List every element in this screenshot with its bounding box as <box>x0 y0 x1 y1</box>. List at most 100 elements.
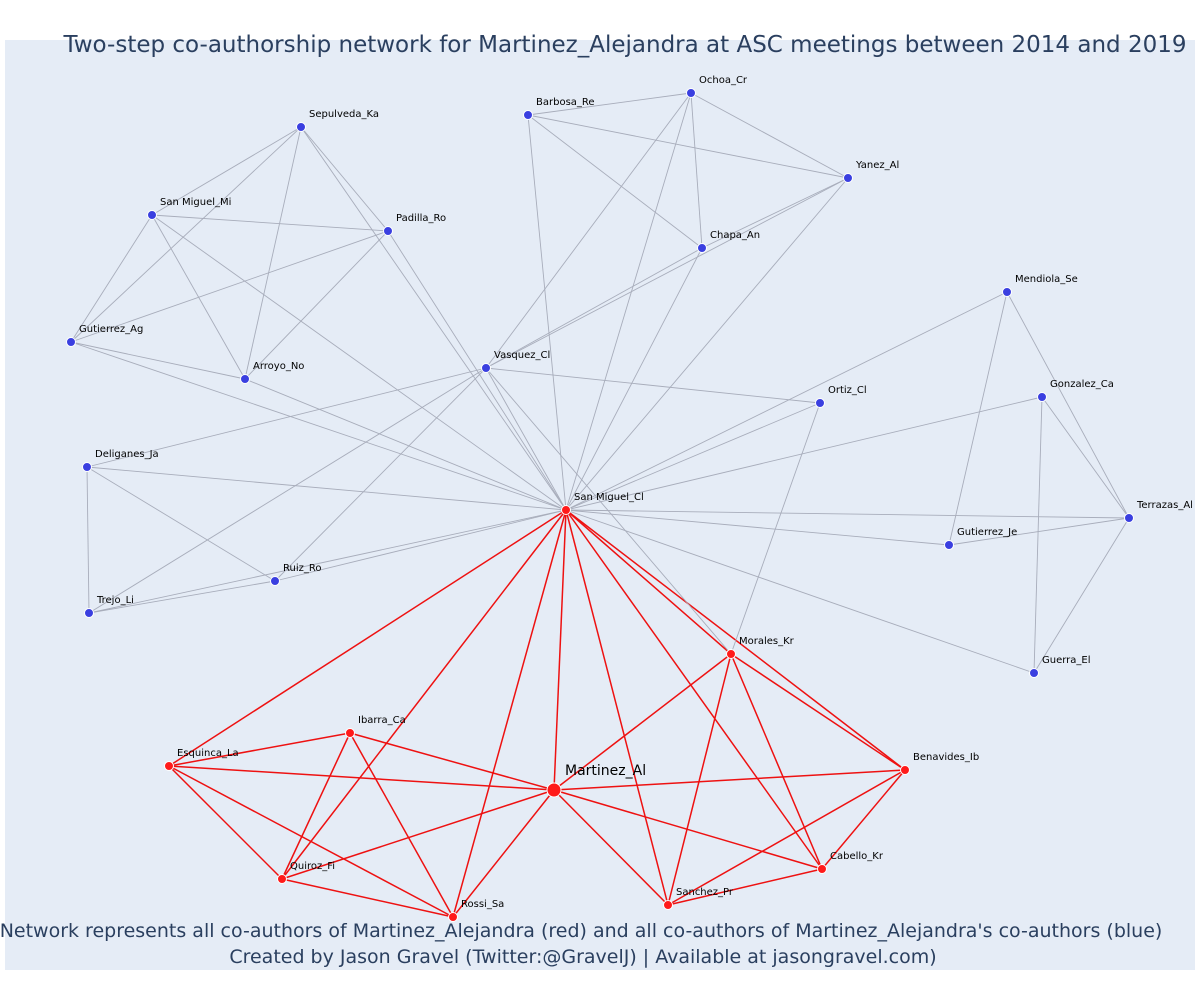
node-label-trejo-li: Trejo_Li <box>96 595 134 606</box>
node-mendiola-se[interactable] <box>1002 287 1012 297</box>
edge-san-miguel-cl-ochoa-cr <box>565 92 692 511</box>
edge-martinez-al-cabello-kr <box>553 789 823 870</box>
node-label-sanchez-pr: Sanchez_Pr <box>676 887 734 898</box>
node-label-esquinca-la: Esquinca_La <box>177 748 239 759</box>
node-label-gutierrez-je: Gutierrez_Je <box>957 527 1017 538</box>
node-label-ibarra-ca: Ibarra_Ca <box>358 715 406 726</box>
edge-san-miguel-cl-yanez-al <box>565 177 849 511</box>
node-label-cabello-kr: Cabello_Kr <box>830 851 884 862</box>
caption-line-1: Network represents all co-authors of Mar… <box>0 920 1162 942</box>
edge-san-miguel-cl-san-miguel-mi <box>151 214 567 511</box>
node-sepulveda-ka[interactable] <box>296 122 306 132</box>
edge-sepulveda-ka-padilla-ro <box>300 126 389 232</box>
edge-san-miguel-cl-ruiz-ro <box>274 509 567 582</box>
node-label-sepulveda-ka: Sepulveda_Ka <box>309 109 379 120</box>
edge-san-miguel-cl-sanchez-pr <box>565 509 669 906</box>
edge-san-miguel-cl-terrazas-al <box>565 509 1130 519</box>
node-label-padilla-ro: Padilla_Ro <box>396 213 446 224</box>
edge-mendiola-se-gutierrez-je <box>948 291 1008 546</box>
node-rossi-sa[interactable] <box>448 912 458 922</box>
node-ochoa-cr[interactable] <box>686 88 696 98</box>
node-morales-kr[interactable] <box>726 649 736 659</box>
node-label-ruiz-ro: Ruiz_Ro <box>283 563 321 574</box>
node-ibarra-ca[interactable] <box>345 728 355 738</box>
edge-padilla-ro-arroyo-no <box>244 230 389 380</box>
edge-padilla-ro-gutierrez-ag <box>70 230 389 343</box>
edge-san-miguel-cl-deliganes-ja <box>86 466 567 511</box>
node-esquinca-la[interactable] <box>164 761 174 771</box>
edge-martinez-al-benavides-ib <box>553 769 906 791</box>
plot-background <box>5 40 1195 970</box>
edge-esquinca-la-rossi-sa <box>168 765 454 918</box>
edge-ibarra-ca-rossi-sa <box>349 732 454 918</box>
edge-deliganes-ja-ruiz-ro <box>86 466 276 582</box>
node-padilla-ro[interactable] <box>383 226 393 236</box>
node-label-terrazas-al: Terrazas_Al <box>1136 500 1193 511</box>
edge-sanchez-pr-cabello-kr <box>667 868 823 906</box>
node-label-martinez-al: Martinez_Al <box>565 763 646 779</box>
edge-martinez-al-rossi-sa <box>452 789 555 918</box>
edge-sepulveda-ka-gutierrez-ag <box>70 126 302 343</box>
node-label-ochoa-cr: Ochoa_Cr <box>699 75 748 86</box>
node-deliganes-ja[interactable] <box>82 462 92 472</box>
node-gonzalez-ca[interactable] <box>1037 392 1047 402</box>
node-arroyo-no[interactable] <box>240 374 250 384</box>
edge-cabello-kr-benavides-ib <box>821 769 906 870</box>
caption-line-2: Created by Jason Gravel (Twitter:@Gravel… <box>229 946 936 968</box>
node-terrazas-al[interactable] <box>1124 513 1134 523</box>
edge-san-miguel-cl-gutierrez-ag <box>70 341 567 511</box>
node-san-miguel-mi[interactable] <box>147 210 157 220</box>
edge-chapa-an-yanez-al <box>701 177 849 249</box>
node-ortiz-cl[interactable] <box>815 398 825 408</box>
edge-quiroz-fi-rossi-sa <box>281 878 454 918</box>
edge-san-miguel-cl-barbosa-re <box>527 114 567 511</box>
node-chapa-an[interactable] <box>697 243 707 253</box>
edge-sepulveda-ka-arroyo-no <box>244 126 302 380</box>
node-label-barbosa-re: Barbosa_Re <box>536 97 595 108</box>
node-trejo-li[interactable] <box>84 608 94 618</box>
node-benavides-ib[interactable] <box>900 765 910 775</box>
node-label-rossi-sa: Rossi_Sa <box>461 899 504 910</box>
node-label-quiroz-fi: Quiroz_Fi <box>290 861 335 872</box>
edge-barbosa-re-chapa-an <box>527 114 703 249</box>
edge-martinez-al-quiroz-fi <box>281 789 555 880</box>
node-label-san-miguel-mi: San Miguel_Mi <box>160 197 231 208</box>
edge-ochoa-cr-vasquez-cl <box>485 92 692 369</box>
edge-san-miguel-cl-guerra-el <box>565 509 1035 674</box>
edge-san-miguel-cl-cabello-kr <box>565 509 823 870</box>
edge-sepulveda-ka-san-miguel-mi <box>151 126 302 216</box>
edge-san-miguel-cl-vasquez-cl <box>485 367 567 511</box>
node-cabello-kr[interactable] <box>817 864 827 874</box>
node-quiroz-fi[interactable] <box>277 874 287 884</box>
edge-vasquez-cl-ruiz-ro <box>274 367 487 582</box>
edge-morales-kr-cabello-kr <box>730 653 823 870</box>
edge-terrazas-al-gutierrez-je <box>948 517 1130 546</box>
node-label-chapa-an: Chapa_An <box>710 230 760 241</box>
node-barbosa-re[interactable] <box>523 110 533 120</box>
edge-san-miguel-cl-mendiola-se <box>565 291 1008 511</box>
node-guerra-el[interactable] <box>1029 668 1039 678</box>
edge-layer <box>70 92 1130 918</box>
node-layer <box>66 88 1134 922</box>
edge-ruiz-ro-trejo-li <box>88 580 276 614</box>
edge-san-miguel-cl-ortiz-cl <box>565 402 821 511</box>
edge-san-miguel-cl-arroyo-no <box>244 378 567 511</box>
node-label-morales-kr: Morales_Kr <box>739 636 795 647</box>
node-label-benavides-ib: Benavides_Ib <box>913 752 979 763</box>
node-ruiz-ro[interactable] <box>270 576 280 586</box>
edge-chapa-an-vasquez-cl <box>485 247 703 369</box>
node-gutierrez-ag[interactable] <box>66 337 76 347</box>
edge-ochoa-cr-chapa-an <box>690 92 703 249</box>
node-sanchez-pr[interactable] <box>663 900 673 910</box>
node-vasquez-cl[interactable] <box>481 363 491 373</box>
node-yanez-al[interactable] <box>843 173 853 183</box>
edge-san-miguel-mi-padilla-ro <box>151 214 389 232</box>
node-label-mendiola-se: Mendiola_Se <box>1015 274 1078 285</box>
edge-san-miguel-mi-gutierrez-ag <box>70 214 153 343</box>
node-san-miguel-cl[interactable] <box>561 505 571 515</box>
edge-vasquez-cl-deliganes-ja <box>86 367 487 468</box>
node-martinez-al[interactable] <box>546 782 562 798</box>
edge-gutierrez-ag-arroyo-no <box>70 341 246 380</box>
node-gutierrez-je[interactable] <box>944 540 954 550</box>
